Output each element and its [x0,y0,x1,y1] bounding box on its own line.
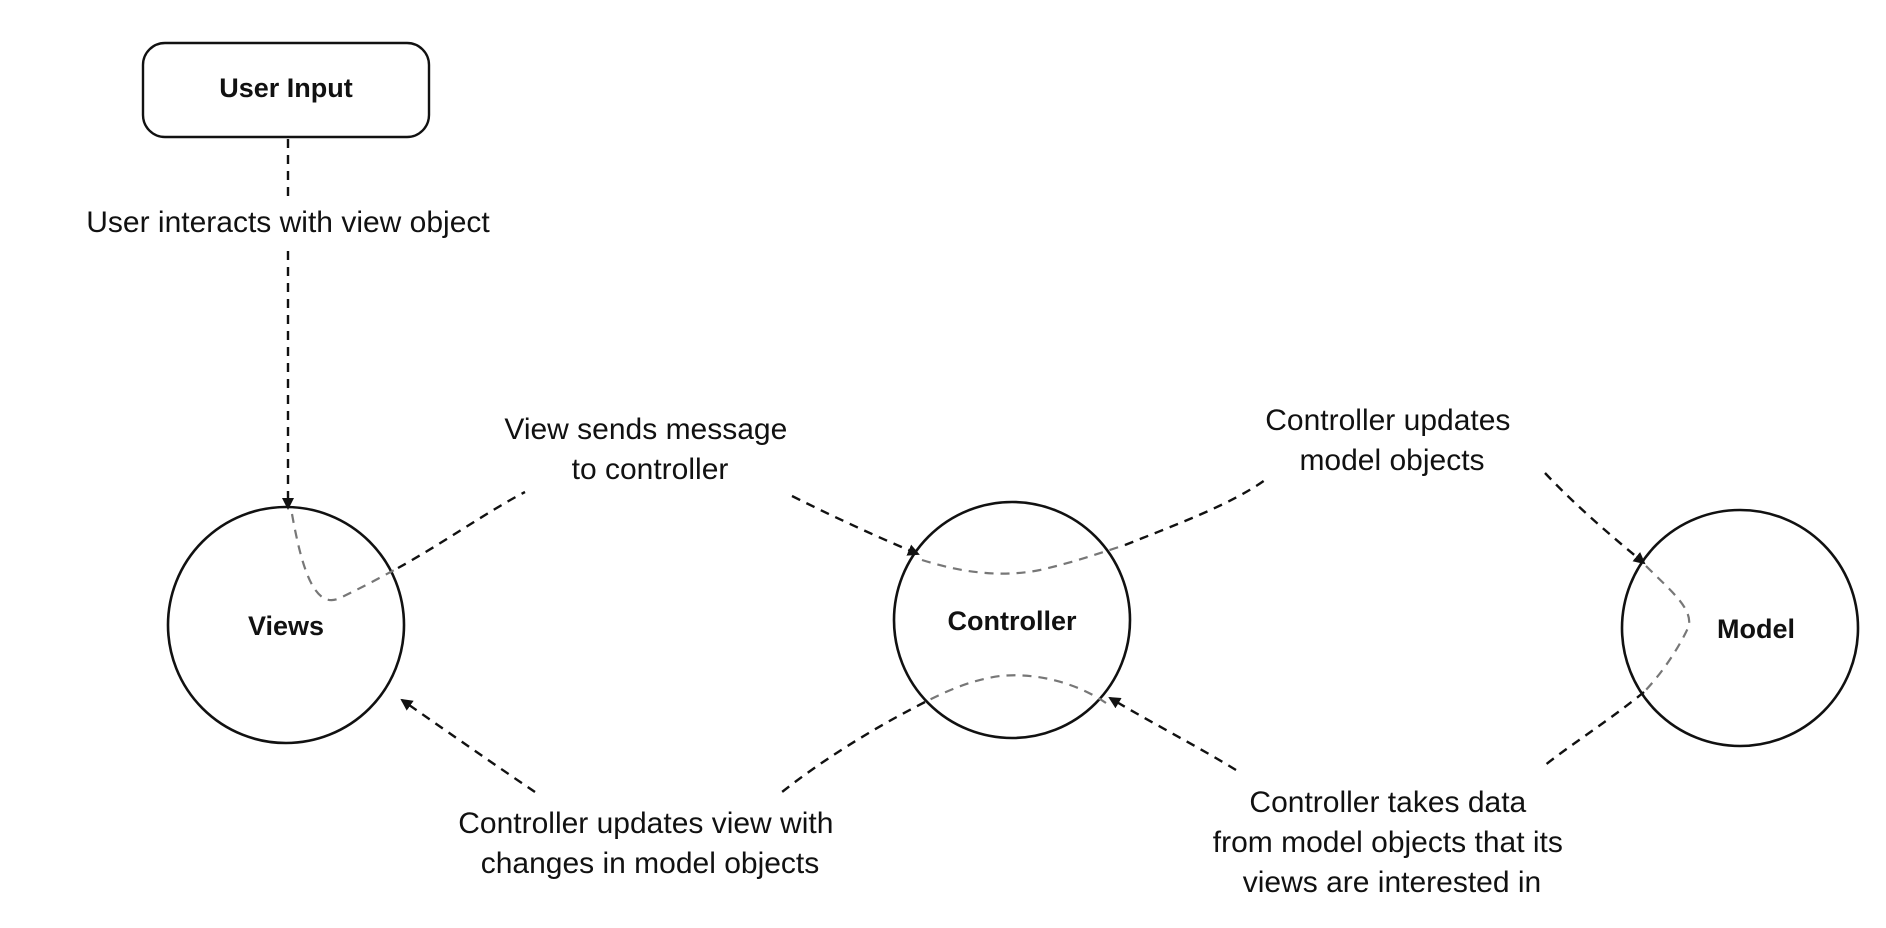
views-to-controller-label: View sends message to controller [504,413,795,486]
edge-views-to-controller: View sends message to controller [290,413,920,602]
model-outer-curve [1543,691,1645,767]
controller-to-views-label: Controller updates view with changes in … [458,807,842,880]
controller-upper-inner-curve [921,543,1126,575]
controller-upper-outer-curve [1124,479,1266,547]
model-label: Model [1717,614,1795,644]
edge-model-to-controller: Controller takes data from model objects… [1108,565,1691,899]
views-outer-curve [397,490,526,570]
edge-controller-to-model: Controller updates model objects [921,404,1646,575]
model-to-controller-arrow [1108,696,1237,772]
controller-lower-inner-curve [924,674,1107,704]
user-to-views-label: User interacts with view object [86,206,490,239]
controller-to-model-arrow [1544,472,1646,565]
model-node: Model [1620,508,1860,748]
views-label: Views [248,611,324,641]
user-input-node: User Input [141,41,431,139]
views-node: Views [166,505,406,745]
controller-to-model-label: Controller updates model objects [1265,404,1519,477]
views-to-controller-arrow [791,494,920,556]
controller-to-views-arrow [400,698,536,793]
controller-label: Controller [947,606,1076,636]
controller-lower-outer-curve [781,700,926,793]
controller-node: Controller [892,500,1132,740]
model-to-controller-label: Controller takes data from model objects… [1213,786,1572,899]
edge-controller-to-views: Controller updates view with changes in … [400,674,1107,880]
edge-user-to-views: User interacts with view object [55,139,520,510]
user-input-label: User Input [219,73,353,103]
model-inner-curve [1643,565,1691,693]
